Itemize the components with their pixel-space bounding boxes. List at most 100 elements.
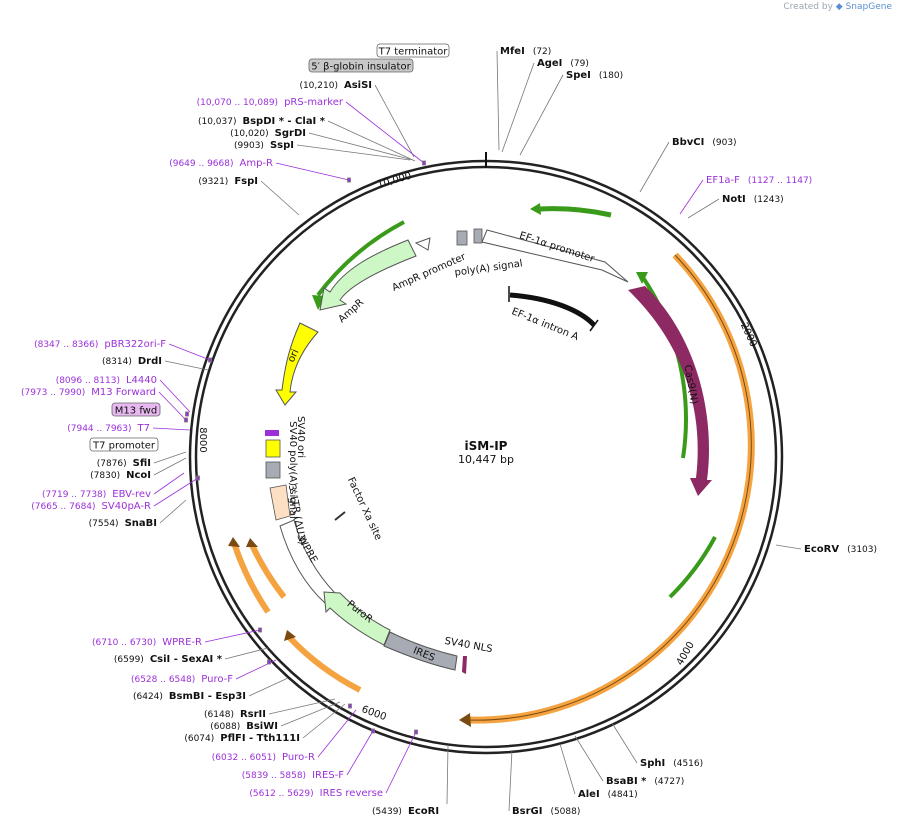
site-pos: (79): [570, 59, 588, 69]
site-pos: (7719 .. 7738): [42, 490, 106, 500]
site-name: Amp-R: [240, 158, 274, 169]
leader-line: [346, 730, 374, 776]
site-name: MfeI: [500, 46, 525, 57]
site-pos: (4727): [654, 777, 684, 787]
site-label: Amp-R(9649 .. 9668): [169, 158, 273, 169]
site-pos: (903): [712, 138, 736, 148]
site-pos: (6088): [210, 722, 240, 732]
feature-label: SV40 NLS: [444, 636, 494, 655]
site-label: SnaBI(7554): [89, 518, 157, 529]
site-label: IRES-F(5839 .. 5858): [242, 770, 344, 781]
site-name: IRES reverse: [320, 788, 383, 799]
boxed-label: T7 terminator: [378, 47, 449, 58]
leader-line: [275, 162, 350, 181]
sv40-ori-marker: [265, 430, 279, 436]
orange-arrowhead-lower-left: [284, 630, 296, 641]
orange-arrowhead-left-1: [228, 537, 240, 547]
site-labels: MfeI(72)AgeI(79)SpeI(180)BbvCI(903)EF1a-…: [21, 46, 877, 817]
boxed-label: M13 fwd: [115, 406, 157, 417]
tick-label: 8000: [197, 427, 208, 452]
site-label: EBV-rev (7719 .. 7738): [42, 489, 151, 500]
site-label: pRS-marker(10,070 .. 10,089): [197, 97, 344, 108]
site-label: SphI(4516): [640, 758, 703, 769]
site-label: AgeI(79): [537, 58, 589, 69]
site-label: BsmBI - Esp3I(6424): [133, 691, 246, 702]
site-pos: (10,037): [198, 117, 237, 127]
site-name: WPRE-R: [162, 637, 202, 648]
site-label: BspDI * - ClaI * (10,037): [198, 116, 326, 127]
site-pos: (6148): [204, 710, 234, 720]
site-name: CsiI - SexAI *: [150, 654, 223, 665]
site-label: T7(7944 .. 7963): [67, 423, 150, 434]
site-name: DrdI: [138, 356, 162, 367]
leader-line: [679, 179, 704, 215]
leader-line: [153, 457, 187, 476]
primer-site-mark: [184, 417, 188, 423]
leader-line: [574, 735, 604, 782]
ires-box: [383, 631, 458, 671]
leader-line: [164, 360, 209, 371]
site-label: SgrDI(10,020): [230, 128, 306, 139]
site-name: SnaBI: [125, 518, 157, 529]
feature-label: SV40 poly(A) signal: [287, 421, 298, 519]
plasmid-name: iSM-IP: [465, 439, 508, 453]
ampr-arrow: [319, 239, 417, 311]
site-name: SfiI: [133, 458, 151, 469]
orange-arrow-right-line: [467, 254, 752, 721]
boxed-label-frame: [89, 437, 159, 452]
feature-label: Factor Xa site: [345, 476, 384, 542]
site-name: SV40pA-R: [102, 501, 151, 512]
sv40-nls-box: [462, 656, 467, 674]
site-label: AsiSI(10,210): [299, 80, 372, 91]
site-label: L4440(8096 .. 8113): [56, 375, 157, 386]
site-pos: (72): [533, 47, 551, 57]
primer-site-mark: [208, 357, 212, 363]
watermark-brand: SnapGene: [845, 2, 892, 12]
plasmid-size: 10,447 bp: [458, 453, 514, 466]
orange-arrow-lower-left: [285, 633, 362, 693]
site-label: WPRE-R(6710 .. 6730): [92, 637, 202, 648]
site-pos: (1243): [754, 195, 784, 205]
feature-label: SV40 ori: [295, 416, 306, 458]
site-pos: (6528 .. 6548): [131, 675, 195, 685]
site-name: BspDI * - ClaI *: [242, 116, 325, 127]
site-name: T7: [137, 423, 150, 434]
site-name: PflFI - Tth111I: [220, 733, 300, 744]
primer-site-mark: [371, 728, 375, 734]
site-pos: (7665 .. 7684): [31, 502, 95, 512]
site-pos: (8314): [102, 357, 132, 367]
site-pos: (180): [599, 71, 623, 81]
site-label: CsiI - SexAI *(6599): [114, 654, 223, 665]
green-arrow-left: [316, 220, 405, 297]
leader-line: [374, 84, 415, 158]
leader-line: [260, 180, 300, 216]
site-pos: (5612 .. 5629): [249, 789, 313, 799]
ltr-box: [269, 484, 291, 521]
site-pos: (4516): [673, 759, 703, 769]
poly-a-box-2: [473, 228, 483, 244]
leader-line: [385, 731, 417, 794]
boxed-label-frame: [111, 402, 161, 417]
ampr-promoter-arrow: [414, 237, 431, 251]
site-pos: (10,020): [230, 129, 269, 139]
leader-line: [519, 74, 564, 156]
site-label: IRES reverse (5612 .. 5629): [249, 788, 383, 799]
site-label: SfiI(7876): [97, 458, 151, 469]
site-label: BsiWI(6088): [210, 721, 278, 732]
leader-line: [611, 722, 638, 764]
green-arrowhead-top: [530, 203, 541, 215]
boxed-label: 5′ β-globin insulator: [311, 62, 411, 73]
site-name: BsmBI - Esp3I: [169, 691, 246, 702]
site-name: EBV-rev: [112, 489, 151, 500]
leader-line: [687, 198, 720, 219]
leader-line: [296, 144, 411, 161]
site-pos: (10,070 .. 10,089): [197, 98, 278, 108]
site-name: EcoRV: [804, 544, 839, 555]
green-arrow-right-2: [668, 536, 717, 599]
site-label: SpeI(180): [566, 70, 623, 81]
leader-line: [327, 120, 416, 162]
site-label: BsaBI *(4727): [606, 776, 684, 787]
boxed-label: T7 promoter: [92, 441, 156, 452]
